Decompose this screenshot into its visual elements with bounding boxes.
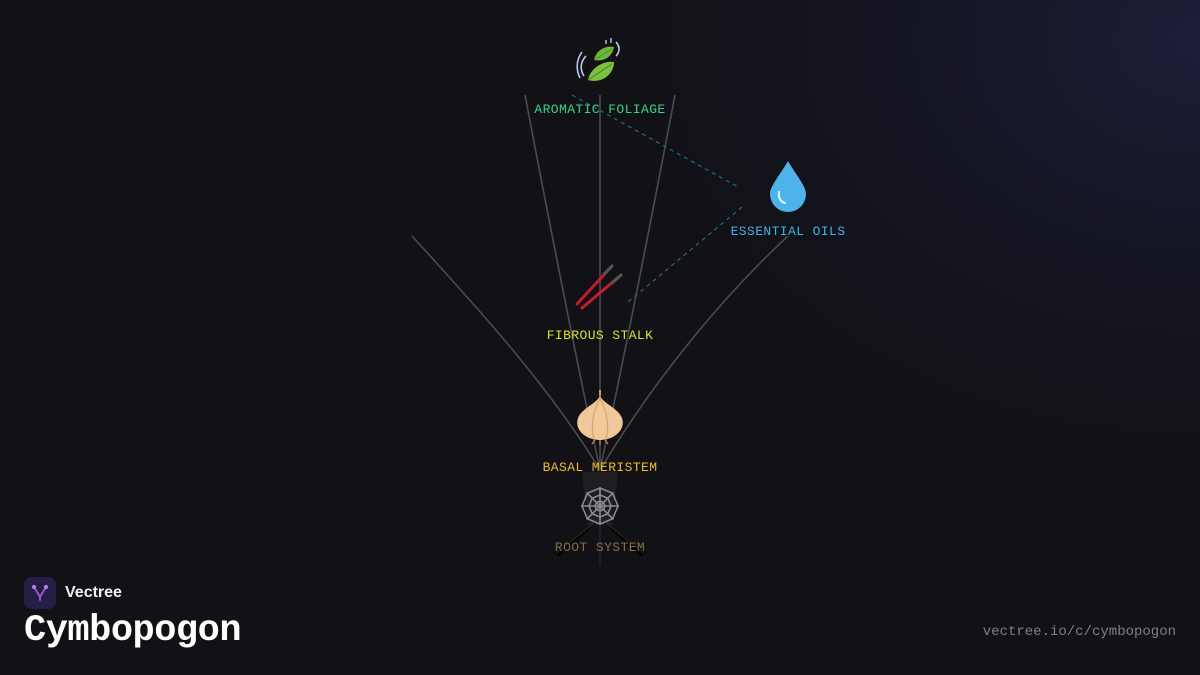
blade-left-outer xyxy=(411,235,601,471)
root-line-right xyxy=(601,519,645,554)
dashed-link-foliage-oils xyxy=(571,94,741,189)
droplet-icon xyxy=(770,161,806,212)
page-title: Cymbopogon xyxy=(24,610,242,652)
node-label-basal-meristem: BASAL MERISTEM xyxy=(542,460,658,475)
web-icon xyxy=(581,487,619,525)
brand: Vectree xyxy=(24,577,122,609)
node-label-aromatic-foliage: AROMATIC FOLIAGE xyxy=(534,102,666,117)
page-url[interactable]: vectree.io/c/cymbopogon xyxy=(982,624,1176,640)
onion-icon xyxy=(577,390,623,445)
node-label-essential-oils: ESSENTIAL OILS xyxy=(730,224,846,239)
dashed-link-oils-stalk xyxy=(627,206,743,303)
root-line-left xyxy=(555,519,599,554)
vectree-logo-icon xyxy=(24,577,56,609)
brand-name: Vectree xyxy=(65,584,122,601)
node-label-root-system: ROOT SYSTEM xyxy=(554,540,646,555)
stalk-icon xyxy=(575,264,623,310)
blade-right-outer xyxy=(599,235,789,471)
node-label-fibrous-stalk: FIBROUS STALK xyxy=(546,328,654,343)
leaf-fluttering-icon xyxy=(576,38,620,81)
